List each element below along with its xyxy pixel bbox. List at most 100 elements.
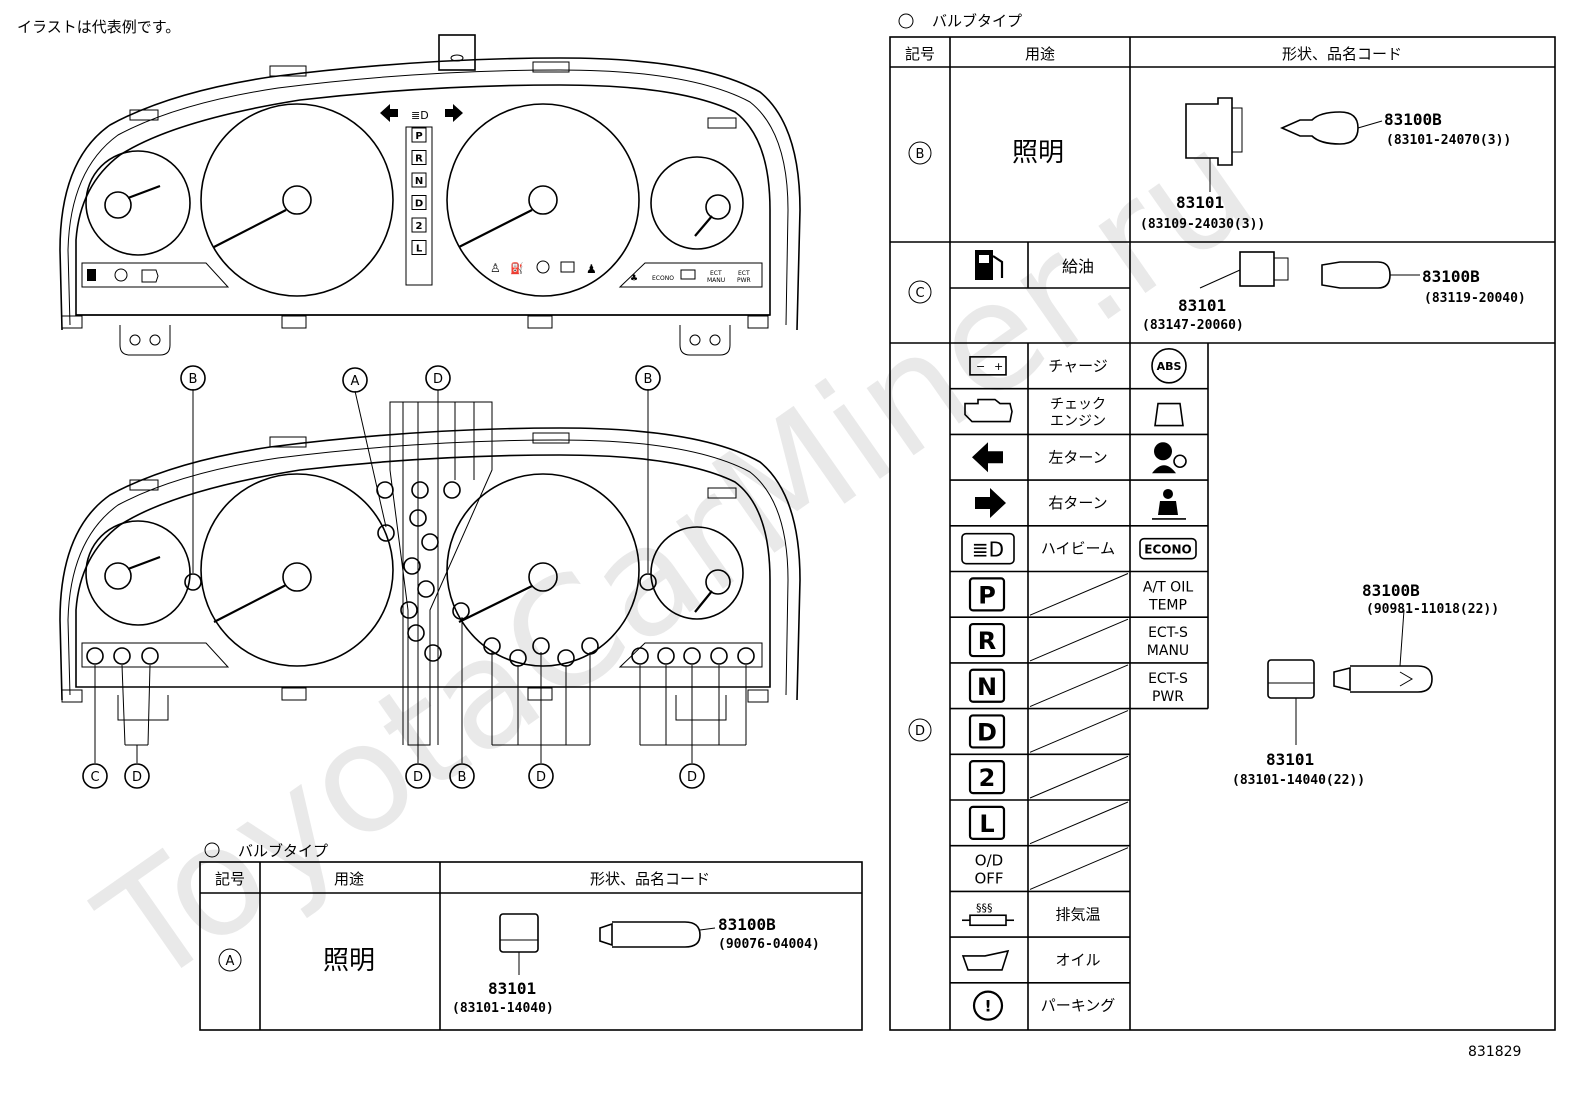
row-b-part1-code: (83109-24030(3))	[1140, 217, 1265, 232]
callout-letter: D	[536, 770, 546, 785]
table-a-bullet-icon	[204, 842, 220, 858]
table-a-header-code: 記号	[215, 870, 245, 888]
gear-box-r	[968, 622, 1006, 658]
airbag-person-icon	[1154, 442, 1172, 461]
table-a-header-shape: 形状、品名コード	[590, 870, 710, 888]
right-turn-arrow-icon	[445, 104, 463, 122]
bulb-socket-marker	[417, 580, 435, 598]
bulb-socket-marker	[113, 647, 131, 665]
table-a-title: バルブタイプ	[238, 842, 328, 860]
bulb-socket-marker	[86, 647, 104, 665]
row-b-part2-code: (83101-24070(3))	[1386, 133, 1511, 148]
row-b-bulb-icon	[1280, 111, 1359, 145]
label-od-off-2: OFF	[974, 870, 1003, 888]
svg-text:−: −	[976, 360, 985, 373]
gear-letter-top: R	[415, 154, 423, 165]
bulb-socket-marker	[710, 647, 728, 665]
small-gauge-left	[85, 150, 191, 256]
table-a-part1-code: (83101-14040)	[452, 1001, 554, 1016]
row-c-part1-code: (83147-20060)	[1142, 318, 1244, 333]
bulb-table-bcd: バルブタイプ 記号 用途 形状、品名コード B 照明 83100B (83101…	[889, 12, 1556, 1031]
fuel-pump-icon	[975, 250, 993, 280]
label-check-engine-1: チェック	[1050, 397, 1106, 413]
high-beam-icon-box	[961, 532, 1015, 565]
svg-text:§§§: §§§	[976, 901, 993, 914]
table-a-symbol: A	[226, 954, 235, 969]
bulb-socket-marker	[452, 602, 470, 620]
oil-can-icon	[961, 949, 1010, 971]
bulb-socket-marker	[376, 481, 394, 499]
row-b-part1: 83101	[1176, 193, 1224, 212]
gear-box-top	[411, 217, 427, 233]
callout-letter: D	[413, 770, 423, 785]
label-p: P	[978, 581, 996, 609]
label-left-turn: 左ターン	[1048, 448, 1107, 466]
row-d-part1: 83101	[1266, 750, 1314, 769]
gear-letter-top: L	[416, 244, 423, 255]
label-ects-pwr-1: ECT-S	[1148, 671, 1188, 687]
gear-box-two	[968, 760, 1006, 795]
label-abs: ABS	[1157, 360, 1182, 373]
callout-a	[342, 367, 368, 393]
pwr-tiny-label: PWR	[737, 277, 751, 284]
label-two: 2	[979, 764, 996, 792]
callout-d	[124, 763, 150, 789]
row-d-socket-icon	[1267, 659, 1315, 699]
high-beam-icon: ≣D	[411, 109, 429, 122]
abs-icon	[1151, 348, 1187, 384]
table-bcd-header-shape: 形状、品名コード	[1282, 45, 1402, 63]
bulb-socket-marker	[377, 524, 395, 542]
bulb-socket-marker	[184, 573, 202, 591]
label-parking: パーキング	[1041, 997, 1116, 1015]
bulb-socket-marker	[443, 481, 461, 499]
callout-b	[180, 365, 206, 391]
label-exhaust: 排気温	[1055, 905, 1100, 923]
parking-brake-icon	[972, 990, 1004, 1021]
label-at-oil-2: TEMP	[1148, 597, 1187, 613]
table-a-header-use: 用途	[334, 870, 364, 888]
check-engine-icon	[964, 398, 1013, 423]
bulb-socket-marker	[400, 601, 418, 619]
callout-letter: B	[644, 372, 653, 387]
label-econo: ECONO	[1144, 543, 1191, 557]
callout-letter: C	[90, 770, 99, 785]
label-oil: オイル	[1055, 951, 1100, 969]
gear-box-top	[411, 240, 427, 255]
label-ects-manu-2: MANU	[1147, 643, 1189, 659]
ect-tiny-label-1: ECT	[710, 270, 722, 277]
row-c-bulb-icon	[1321, 261, 1391, 289]
callout-c	[82, 763, 108, 789]
bulb-socket-marker	[657, 647, 675, 665]
row-d-part2: 83100B	[1362, 581, 1420, 600]
airbag-icon: ♣	[630, 274, 638, 284]
door-open-icon	[1154, 402, 1184, 427]
label-charge: チャージ	[1048, 357, 1108, 375]
bulb-socket-marker	[581, 637, 599, 655]
small-gauge-right	[650, 156, 744, 250]
gear-box-top	[411, 195, 427, 210]
label-high-beam: ハイビーム	[1041, 540, 1115, 558]
gear-letter-top: 2	[416, 221, 423, 232]
label-at-oil-1: A/T OIL	[1143, 579, 1193, 595]
table-bcd-header-use: 用途	[1025, 45, 1055, 63]
callout-letter: D	[433, 372, 443, 387]
callout-letter: D	[687, 770, 697, 785]
socket-83101-icon	[499, 913, 539, 953]
table-bcd-header-code: 記号	[905, 45, 935, 63]
econo-icon-box	[1139, 537, 1197, 560]
label-d: D	[977, 718, 997, 746]
callout-d	[425, 365, 451, 391]
bulb-table-a: バルブタイプ 記号 用途 形状、品名コード A 照明 83100B (90076…	[199, 842, 863, 1031]
gear-box-d	[968, 714, 1006, 749]
row-c-use: 給油	[1062, 257, 1094, 276]
callout-letter: A	[351, 374, 360, 389]
right-turn-icon	[975, 487, 1006, 518]
label-ects-pwr-2: PWR	[1152, 689, 1184, 705]
fuel-icon	[87, 269, 96, 281]
gear-box-top	[411, 172, 427, 188]
bulb-socket-marker	[424, 644, 442, 662]
